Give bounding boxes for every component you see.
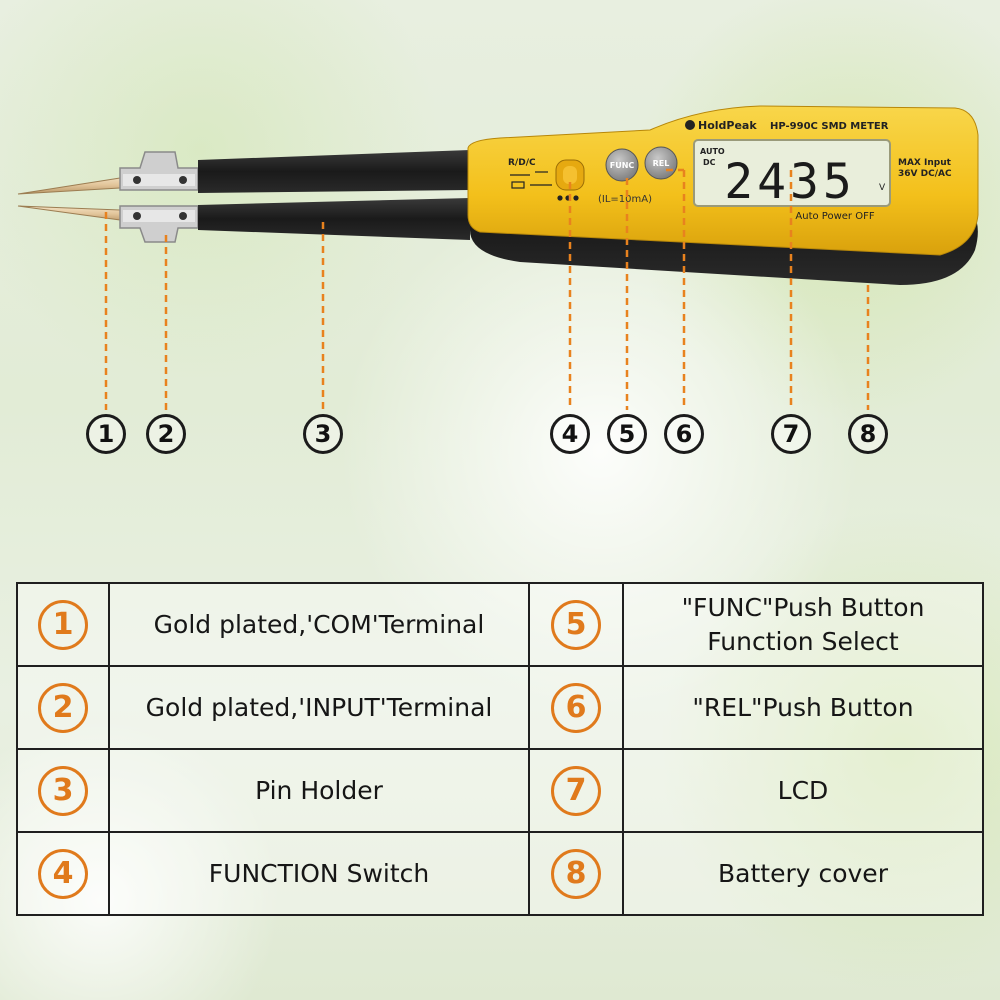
current-note: (IL=10mA) — [598, 194, 652, 205]
smd-meter-illustration: HoldPeak HP-990C SMD METER R/D/C FUNC RE… — [17, 105, 979, 410]
legend-row: 2 Gold plated,'INPUT'Terminal 6 "REL"Push B… — [16, 665, 984, 750]
lcd-unit: V — [879, 183, 886, 193]
model-label: HP-990C SMD METER — [770, 121, 889, 132]
legend-description-cell: "REL"Push Button — [622, 665, 984, 750]
callout-7: 7 — [771, 414, 811, 454]
legend-description: FUNCTION Switch — [208, 858, 430, 888]
legend-description: LCD — [777, 775, 829, 805]
lcd-auto: AUTO — [700, 147, 725, 156]
legend-row: 1 Gold plated,'COM'Terminal 5 "FUNC"Push Bu… — [16, 582, 984, 667]
func-button[interactable]: FUNC — [605, 148, 639, 182]
callout-3: 3 — [303, 414, 343, 454]
legend-row: 4 FUNCTION Switch 8 Battery cover — [16, 831, 984, 916]
legend-description: Gold plated,'INPUT'Terminal — [145, 692, 493, 722]
legend-number-badge: 7 — [551, 765, 601, 816]
legend-description: "FUNC"Push Button — [681, 592, 925, 622]
legend-number-cell: 6 — [528, 665, 624, 750]
legend-description-cell: Gold plated,'INPUT'Terminal — [108, 665, 530, 750]
parts-legend-table: 1 Gold plated,'COM'Terminal 5 "FUNC"Push Bu… — [16, 582, 984, 916]
callout-4: 4 — [550, 414, 590, 454]
auto-power-off-label: Auto Power OFF — [795, 211, 874, 222]
rel-button-label: REL — [653, 159, 670, 168]
callout-8: 8 — [848, 414, 888, 454]
legend-number-badge: 4 — [38, 848, 88, 899]
legend-number-badge: 5 — [551, 599, 601, 650]
lcd-dc: DC — [703, 158, 716, 167]
legend-number-badge: 6 — [551, 682, 601, 733]
callout-2: 2 — [146, 414, 186, 454]
leader-lines — [104, 168, 870, 410]
legend-description: "REL"Push Button — [692, 692, 914, 722]
callout-6: 6 — [664, 414, 704, 454]
legend-number-badge: 2 — [38, 682, 88, 733]
switch-label: R/D/C — [508, 158, 536, 168]
legend-number-cell: 1 — [16, 582, 110, 667]
legend-number-cell: 3 — [16, 748, 110, 833]
legend-number-cell: 8 — [528, 831, 624, 916]
legend-number-cell: 4 — [16, 831, 110, 916]
legend-number-badge: 8 — [551, 848, 601, 899]
legend-description: Gold plated,'COM'Terminal — [153, 609, 485, 639]
brand-label: HoldPeak — [698, 119, 757, 132]
legend-number-badge: 1 — [38, 599, 88, 650]
callout-5: 5 — [607, 414, 647, 454]
max-input-line2: 36V DC/AC — [898, 169, 952, 179]
legend-number-cell: 7 — [528, 748, 624, 833]
max-input-line1: MAX Input — [898, 158, 952, 168]
function-switch[interactable] — [555, 159, 585, 191]
legend-description-cell: Gold plated,'COM'Terminal — [108, 582, 530, 667]
legend-description: Battery cover — [718, 858, 888, 888]
func-button-label: FUNC — [610, 161, 635, 170]
legend-description: Function Select — [707, 626, 899, 656]
legend-description-cell: Pin Holder — [108, 748, 530, 833]
tweezer-arm-top — [198, 150, 470, 193]
legend-description: Pin Holder — [255, 775, 383, 805]
legend-description-cell: Battery cover — [622, 831, 984, 916]
callout-1: 1 — [86, 414, 126, 454]
legend-number-cell: 5 — [528, 582, 624, 667]
tweezer-arm-bottom — [198, 198, 470, 240]
lcd-reading: 2435 — [724, 154, 856, 210]
legend-row: 3 Pin Holder 7 LCD — [16, 748, 984, 833]
legend-number-cell: 2 — [16, 665, 110, 750]
rel-button[interactable]: REL — [644, 146, 678, 180]
legend-description-cell: LCD — [622, 748, 984, 833]
legend-description-cell: FUNCTION Switch — [108, 831, 530, 916]
legend-number-badge: 3 — [38, 765, 88, 816]
